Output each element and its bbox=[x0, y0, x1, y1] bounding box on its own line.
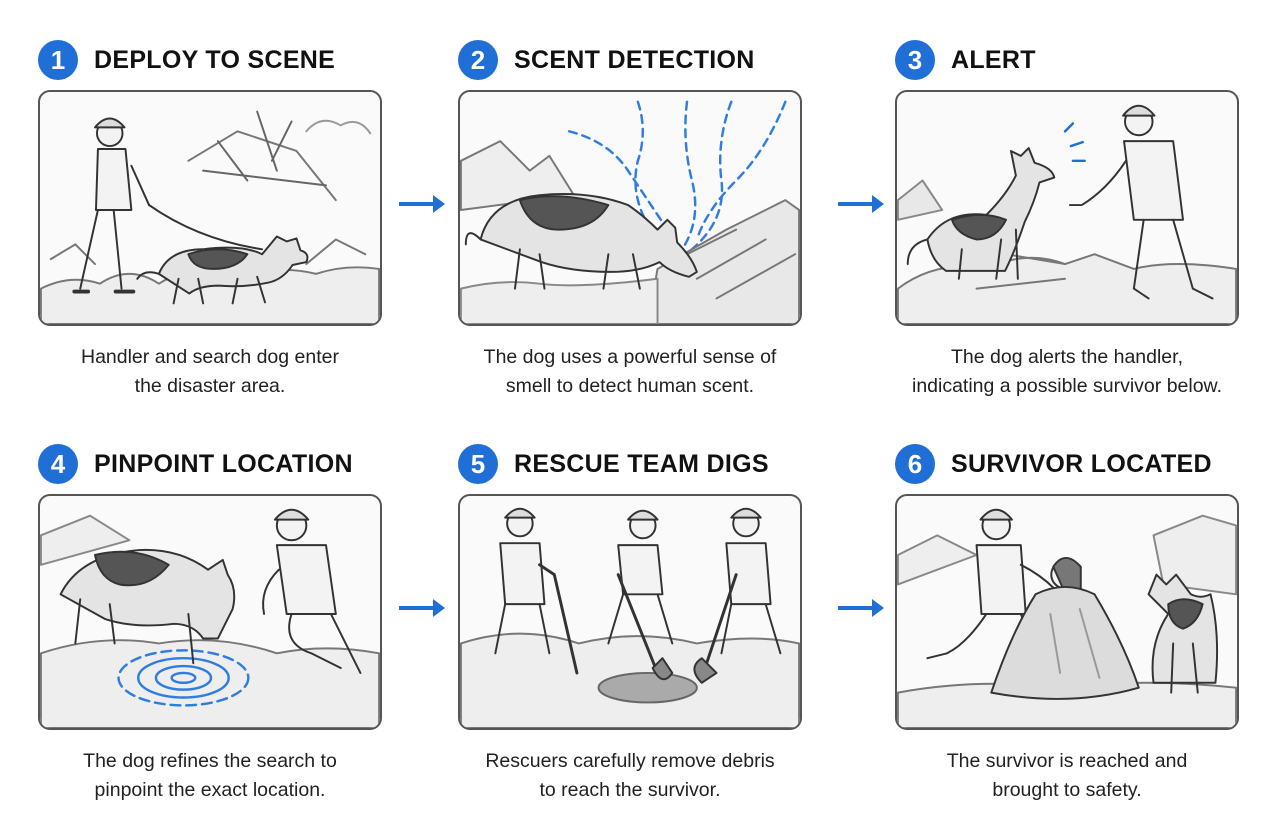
caption-line: The dog uses a powerful sense of bbox=[483, 346, 777, 368]
step-caption: Rescuers carefully remove debris to reac… bbox=[458, 747, 802, 805]
arrow-right-icon bbox=[836, 192, 886, 216]
illustration-rescuers-digging bbox=[458, 494, 802, 730]
step-number-badge: 5 bbox=[458, 444, 498, 484]
step-title: DEPLOY TO SCENE bbox=[94, 45, 336, 74]
arrow-right-icon bbox=[397, 596, 447, 620]
step-title: PINPOINT LOCATION bbox=[94, 449, 353, 478]
step-header: 5 RESCUE TEAM DIGS bbox=[458, 442, 769, 486]
caption-line: brought to safety. bbox=[992, 779, 1142, 801]
step-header: 4 PINPOINT LOCATION bbox=[38, 442, 353, 486]
step-title: ALERT bbox=[951, 45, 1036, 74]
illustration-dog-barking-at-handler bbox=[895, 90, 1239, 326]
step-caption: The survivor is reached and brought to s… bbox=[895, 747, 1239, 805]
arrow-right-icon bbox=[836, 596, 886, 620]
step-title: SCENT DETECTION bbox=[514, 45, 755, 74]
step-number-badge: 4 bbox=[38, 444, 78, 484]
illustration-survivor-located bbox=[895, 494, 1239, 730]
step-title: SURVIVOR LOCATED bbox=[951, 449, 1212, 478]
step-number-badge: 3 bbox=[895, 40, 935, 80]
step-caption: Handler and search dog enter the disaste… bbox=[38, 343, 382, 401]
caption-line: Rescuers carefully remove debris bbox=[485, 750, 775, 772]
caption-line: smell to detect human scent. bbox=[505, 375, 755, 397]
caption-line: pinpoint the exact location. bbox=[94, 779, 326, 801]
step-number-badge: 1 bbox=[38, 40, 78, 80]
arrow-right-icon bbox=[397, 192, 447, 216]
step-title: RESCUE TEAM DIGS bbox=[514, 449, 769, 478]
illustration-dog-pinpointing-location bbox=[38, 494, 382, 730]
caption-line: The survivor is reached and bbox=[946, 750, 1188, 772]
caption-line: indicating a possible survivor below. bbox=[911, 375, 1222, 397]
illustration-handler-walking-dog bbox=[38, 90, 382, 326]
caption-line: to reach the survivor. bbox=[539, 779, 721, 801]
step-number-badge: 2 bbox=[458, 40, 498, 80]
step-header: 6 SURVIVOR LOCATED bbox=[895, 442, 1212, 486]
step-header: 1 DEPLOY TO SCENE bbox=[38, 38, 335, 82]
illustration-dog-sniffing-rubble bbox=[458, 90, 802, 326]
caption-line: Handler and search dog enter bbox=[80, 346, 339, 368]
step-caption: The dog refines the search to pinpoint t… bbox=[38, 747, 382, 805]
caption-line: The dog refines the search to bbox=[83, 750, 337, 772]
step-caption: The dog alerts the handler, indicating a… bbox=[895, 343, 1239, 401]
step-number-badge: 6 bbox=[895, 444, 935, 484]
caption-line: The dog alerts the handler, bbox=[951, 346, 1183, 368]
step-caption: The dog uses a powerful sense of smell t… bbox=[458, 343, 802, 401]
step-header: 3 ALERT bbox=[895, 38, 1036, 82]
caption-line: the disaster area. bbox=[134, 375, 286, 397]
step-header: 2 SCENT DETECTION bbox=[458, 38, 755, 82]
